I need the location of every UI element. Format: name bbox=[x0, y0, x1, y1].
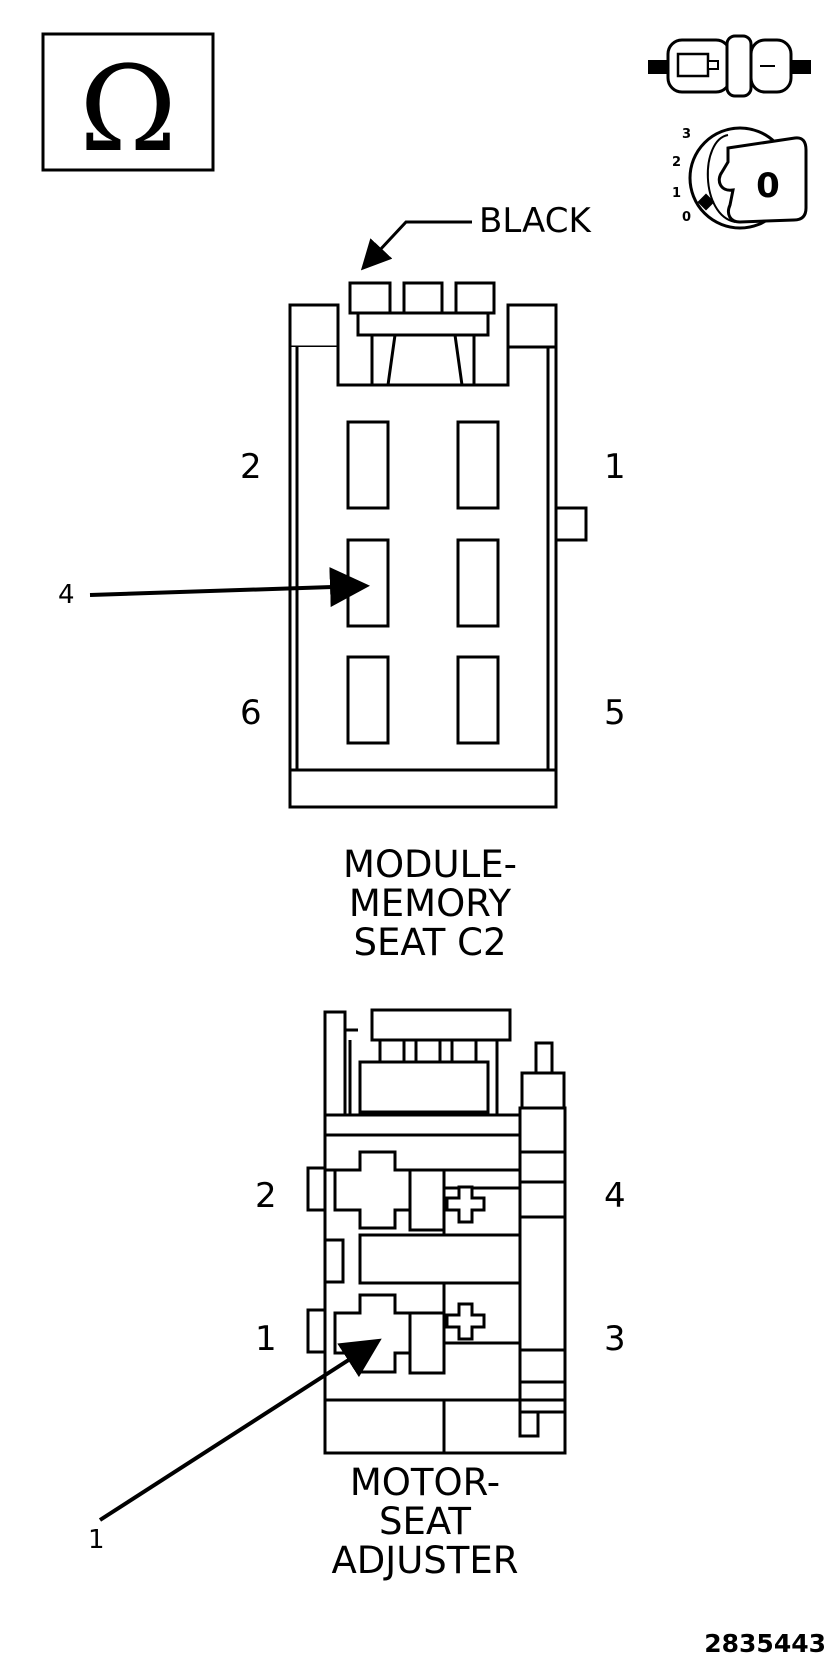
module-pin-6: 6 bbox=[240, 693, 262, 733]
motor-cavity-3 bbox=[445, 1302, 486, 1341]
cavity-5 bbox=[456, 655, 500, 745]
module-pin-1: 1 bbox=[604, 447, 626, 487]
module-connector-body bbox=[288, 281, 588, 809]
motor-cavity-2 bbox=[333, 1150, 412, 1230]
module-pin-2: 2 bbox=[240, 447, 262, 487]
motor-connector-body bbox=[306, 1008, 567, 1455]
motor-pin-2: 2 bbox=[255, 1176, 277, 1216]
motor-pin-1: 1 bbox=[255, 1319, 277, 1359]
figure-number: 2835443 bbox=[704, 1629, 826, 1658]
cavity-1 bbox=[456, 420, 500, 510]
cavity-6 bbox=[346, 655, 390, 745]
motor-pin-4: 4 bbox=[604, 1176, 626, 1216]
ignition-position-1: 1 bbox=[672, 186, 681, 201]
motor-pin-3: 3 bbox=[604, 1319, 626, 1359]
motor-title-line-3: ADJUSTER bbox=[332, 1539, 519, 1582]
ignition-key-icon: 3 2 1 0 0 bbox=[672, 126, 808, 230]
connector-icon bbox=[648, 34, 811, 98]
motor-cavity-4 bbox=[445, 1185, 486, 1224]
motor-title-line-2: SEAT bbox=[379, 1500, 471, 1543]
ignition-position-3: 3 bbox=[682, 127, 691, 142]
module-title-line-3: SEAT C2 bbox=[353, 921, 506, 964]
ohmmeter-icon: Ω bbox=[41, 32, 215, 178]
ignition-key-label: 0 bbox=[756, 166, 780, 206]
module-pin-5: 5 bbox=[604, 693, 626, 733]
motor-callout: 1 bbox=[88, 1525, 105, 1555]
ohm-symbol: Ω bbox=[79, 40, 177, 178]
cavity-3 bbox=[456, 538, 500, 628]
module-title-line-1: MODULE- bbox=[343, 843, 517, 886]
module-callout-leader bbox=[89, 567, 370, 608]
cavity-2 bbox=[346, 420, 390, 510]
motor-callout-leader bbox=[98, 1338, 382, 1522]
module-callout: 4 bbox=[58, 580, 75, 610]
cavity-4 bbox=[346, 538, 390, 628]
motor-title-line-1: MOTOR- bbox=[350, 1461, 500, 1504]
module-title-line-2: MEMORY bbox=[349, 882, 512, 925]
color-callout-leader bbox=[360, 220, 472, 271]
ignition-position-0: 0 bbox=[682, 210, 691, 225]
ignition-position-2: 2 bbox=[672, 155, 681, 170]
color-callout: BLACK bbox=[479, 201, 592, 241]
